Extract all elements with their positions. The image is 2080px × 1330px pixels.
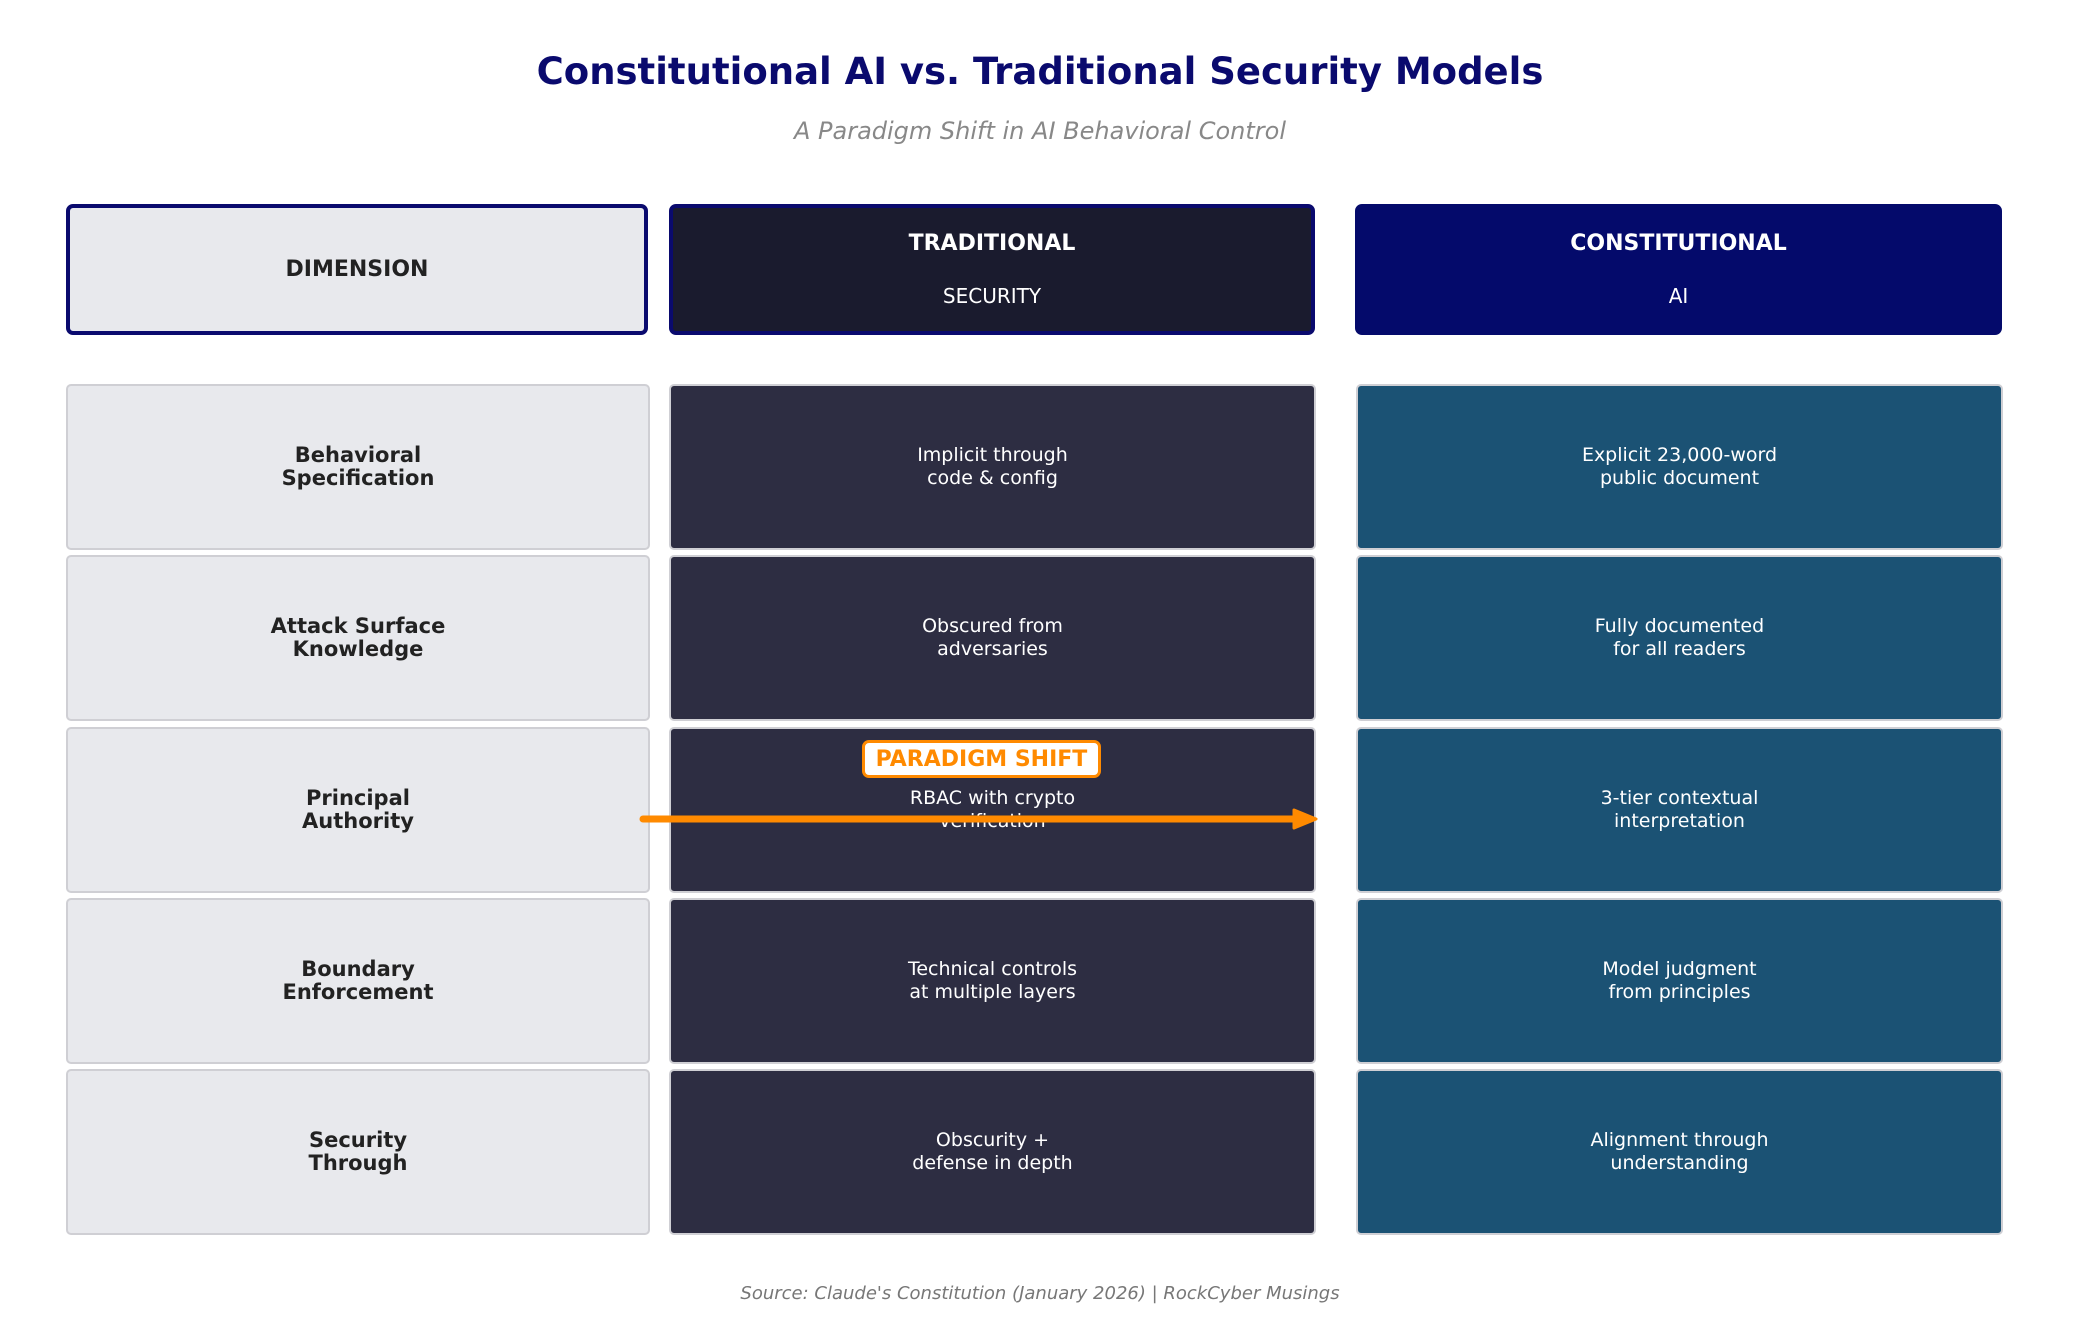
traditional-cell: Obscured from adversaries: [669, 555, 1316, 721]
page-subtitle: A Paradigm Shift in AI Behavioral Contro…: [793, 117, 1287, 145]
dimension-cell: Security Through: [66, 1069, 650, 1235]
header-traditional-title: TRADITIONAL: [908, 231, 1076, 256]
traditional-cell: Implicit through code & config: [669, 384, 1316, 550]
constitutional-cell: Explicit 23,000-word public document: [1356, 384, 2003, 550]
header-traditional: TRADITIONAL SECURITY: [669, 204, 1315, 335]
header-constitutional: CONSTITUTIONAL AI: [1355, 204, 2002, 335]
constitutional-cell: Model judgment from principles: [1356, 898, 2003, 1064]
traditional-cell: Obscurity + defense in depth: [669, 1069, 1316, 1235]
header-dimension: DIMENSION: [66, 204, 648, 335]
constitutional-cell: Alignment through understanding: [1356, 1069, 2003, 1235]
dimension-cell: Attack Surface Knowledge: [66, 555, 650, 721]
header-dimension-label: DIMENSION: [285, 257, 429, 282]
dimension-cell: Principal Authority: [66, 727, 650, 893]
source-caption: Source: Claude's Constitution (January 2…: [740, 1283, 1340, 1304]
header-traditional-subtitle: SECURITY: [942, 284, 1042, 308]
header-constitutional-title: CONSTITUTIONAL: [1570, 231, 1787, 256]
dimension-cell: Behavioral Specification: [66, 384, 650, 550]
header-constitutional-subtitle: AI: [1668, 284, 1689, 308]
page-title: Constitutional AI vs. Traditional Securi…: [536, 50, 1544, 93]
constitutional-cell: Fully documented for all readers: [1356, 555, 2003, 721]
dimension-cell: Boundary Enforcement: [66, 898, 650, 1064]
constitutional-cell: 3-tier contextual interpretation: [1356, 727, 2003, 893]
paradigm-shift-label: PARADIGM SHIFT: [862, 740, 1101, 778]
traditional-cell: Technical controls at multiple layers: [669, 898, 1316, 1064]
